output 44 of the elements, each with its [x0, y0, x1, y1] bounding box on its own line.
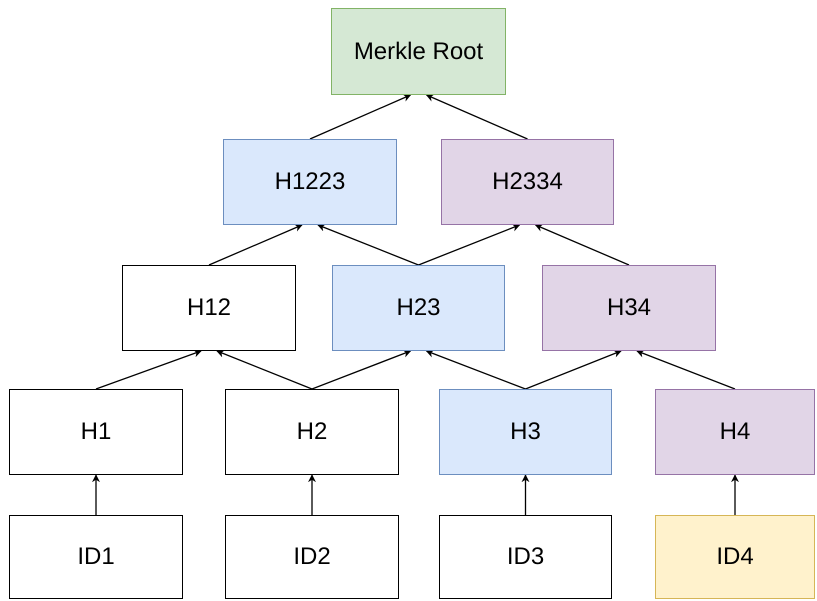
node-label: H12: [186, 294, 232, 322]
node-label: H3: [510, 418, 541, 446]
node-label: ID3: [506, 543, 544, 571]
node-label: H4: [720, 418, 750, 446]
arrow: [426, 94, 528, 140]
arrow: [525, 350, 622, 390]
node-label: ID1: [77, 543, 115, 571]
hash-box: [225, 389, 399, 475]
node-label: H1223: [274, 168, 346, 196]
arrow: [522, 474, 530, 515]
hash-box: [439, 389, 612, 475]
node-label: ID4: [716, 543, 754, 571]
hash-box: [441, 139, 614, 225]
node-label: H1: [80, 418, 112, 446]
hash-box: [655, 515, 815, 599]
arrow: [208, 224, 303, 266]
node-label: H2: [296, 418, 328, 446]
hash-box: [223, 139, 397, 225]
node-label: Merkle Root: [354, 38, 484, 66]
arrow: [216, 350, 312, 390]
node-label: ID2: [293, 543, 331, 571]
hash-box: [225, 515, 399, 599]
arrow: [92, 474, 100, 515]
hash-box: [542, 265, 716, 351]
node-label: H2334: [492, 168, 563, 196]
arrow: [310, 94, 412, 140]
hash-box: [122, 265, 296, 351]
arrow: [731, 474, 739, 515]
arrow: [418, 224, 520, 266]
hash-box: [331, 8, 506, 95]
hash-box: [439, 515, 612, 599]
hash-box: [332, 265, 505, 351]
arrow: [312, 350, 412, 390]
arrow: [96, 350, 202, 390]
arrow: [426, 350, 526, 390]
hash-box: [9, 389, 183, 475]
arrow: [308, 474, 316, 515]
arrow: [534, 224, 630, 266]
hash-box: [655, 389, 815, 475]
node-label: H23: [396, 294, 441, 322]
arrow: [636, 350, 736, 390]
hash-box: [9, 515, 183, 599]
node-label: H34: [606, 294, 652, 322]
arrow: [317, 224, 419, 266]
